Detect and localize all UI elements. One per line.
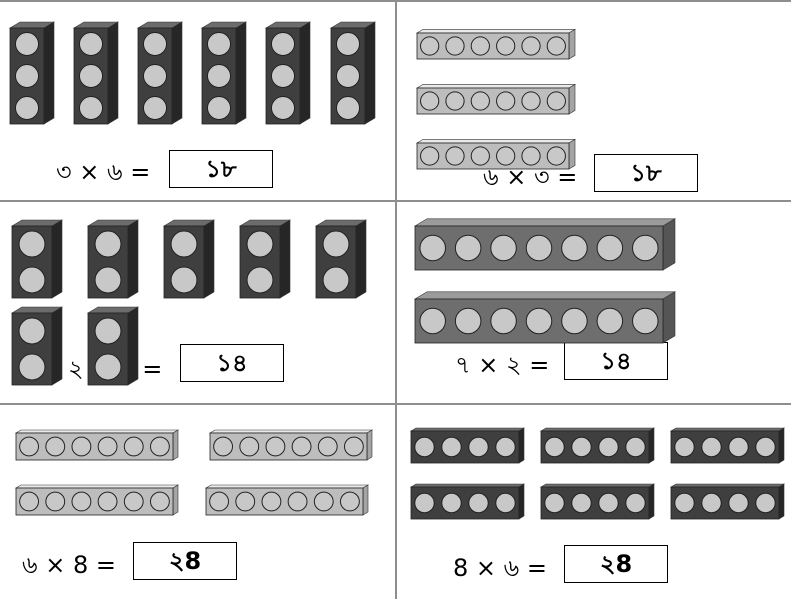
panel-5-equation: ৬ × 8 =: [22, 550, 116, 580]
panel-6: 8 × ৬ = ২8: [397, 405, 791, 599]
panel-5-answer-box: ২8: [133, 542, 237, 580]
panel-6-equation: 8 × ৬ =: [453, 553, 547, 583]
panel-5: ৬ × 8 = ২8: [0, 405, 395, 599]
panel-2-equation: ৬ × ৩ =: [483, 162, 577, 192]
panel-4: ৭ × ২ = ১৪: [397, 202, 791, 403]
panel-4-equation: ৭ × ২ =: [455, 350, 549, 380]
panel-3: ২ × ৭ = ১৪: [0, 202, 395, 403]
panel-3-answer-box: ১৪: [180, 344, 284, 382]
panel-1: ৩ × ৬ = ১৮: [0, 0, 395, 200]
panel-2-answer-box: ১৮: [594, 154, 698, 192]
panel-3-equation: ২ × ৭ =: [68, 354, 162, 384]
panel-2: ৬ × ৩ = ১৮: [397, 0, 791, 200]
panel-1-answer-box: ১৮: [169, 150, 273, 188]
panel-1-equation: ৩ × ৬ =: [56, 157, 150, 187]
panel-6-answer-box: ২8: [564, 545, 668, 583]
panel-4-answer-box: ১৪: [564, 342, 668, 380]
